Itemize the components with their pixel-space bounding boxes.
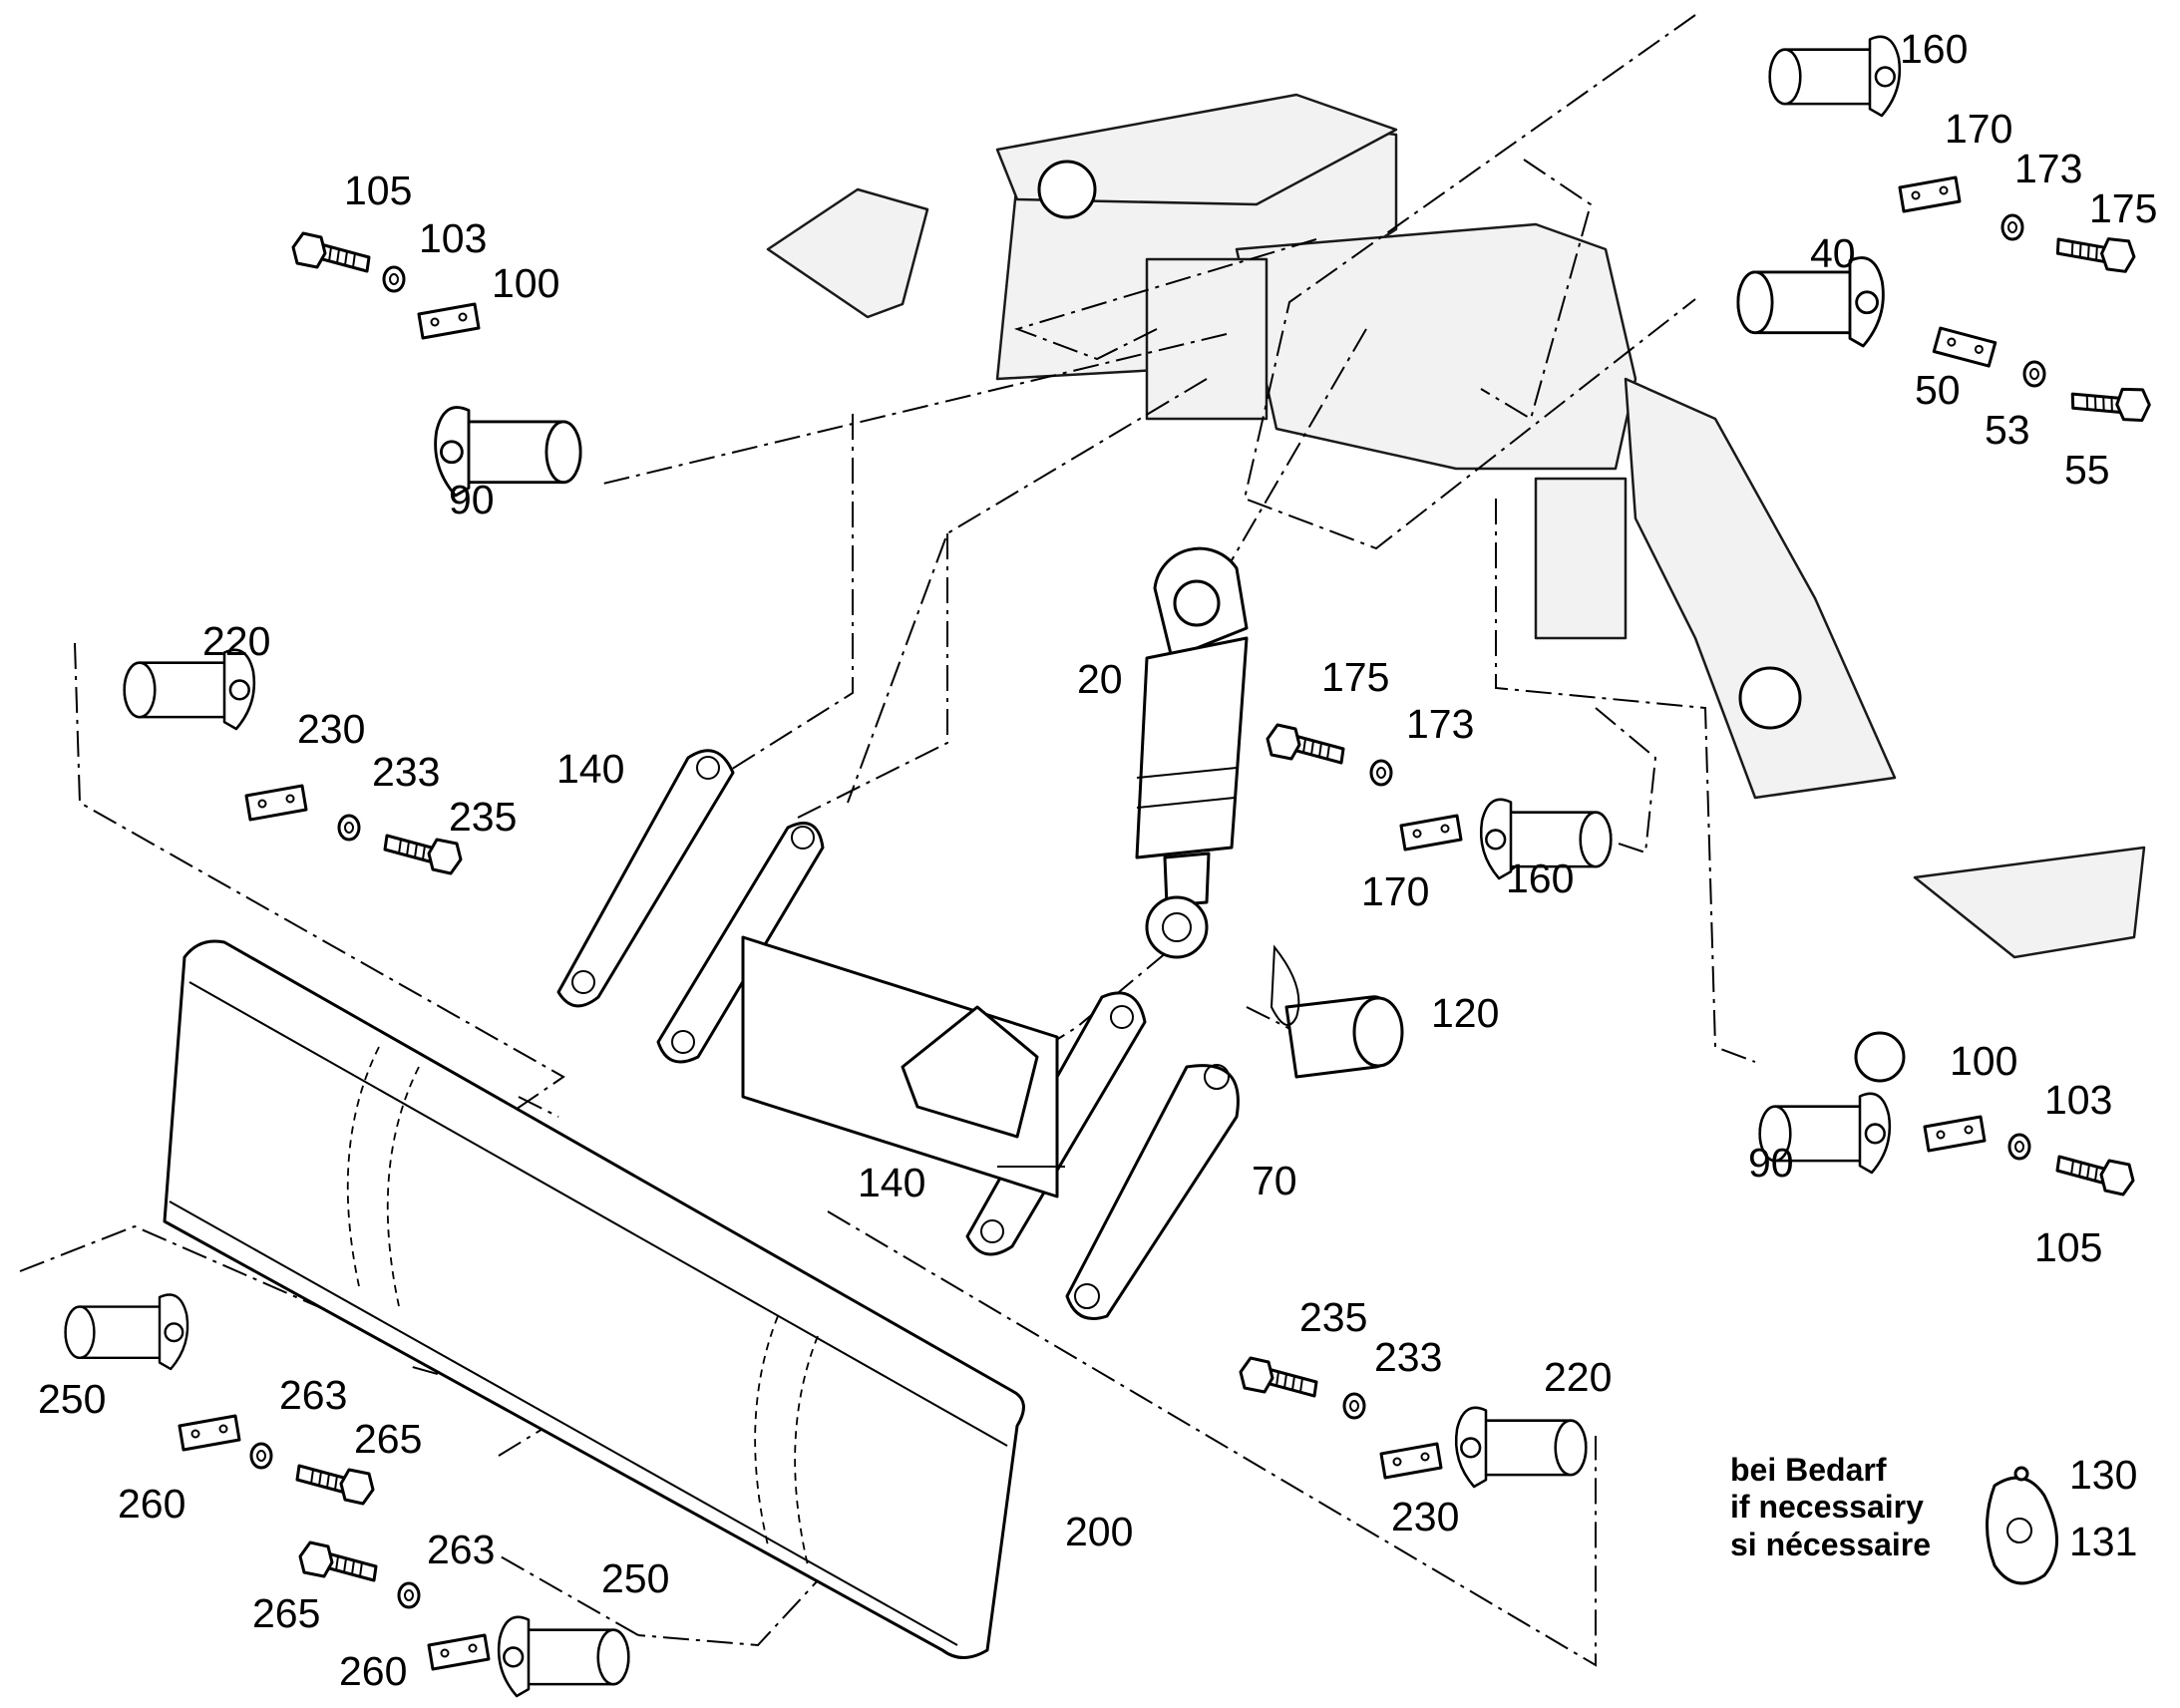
note-de: bei Bedarf xyxy=(1730,1452,1887,1488)
plate-part-100-right xyxy=(1923,1115,1987,1153)
label-131: 131 xyxy=(2069,1519,2137,1564)
label-53: 53 xyxy=(1985,407,2030,453)
label-265-bottom: 265 xyxy=(252,1590,320,1636)
callout-labels: 160 170 173 175 40 50 53 55 105 103 100 … xyxy=(38,26,2157,1694)
label-40: 40 xyxy=(1810,230,1856,276)
pin-part-220-right xyxy=(1454,1406,1588,1489)
plate-part-230-left xyxy=(244,784,308,822)
label-233-right: 233 xyxy=(1374,1334,1442,1380)
label-100-left: 100 xyxy=(492,260,559,306)
label-160-mid: 160 xyxy=(1506,855,1574,901)
label-220-left: 220 xyxy=(202,618,270,664)
label-230-left: 230 xyxy=(297,706,365,752)
plate-part-100-left xyxy=(417,302,481,340)
label-90-right: 90 xyxy=(1748,1140,1794,1186)
label-220-right: 220 xyxy=(1544,1354,1612,1400)
label-140-lower: 140 xyxy=(858,1160,925,1205)
label-103-right: 103 xyxy=(2044,1077,2112,1123)
washer-part-233-right xyxy=(1342,1392,1366,1420)
bolt-part-175-top xyxy=(2054,231,2137,279)
bolt-part-55 xyxy=(2068,379,2154,434)
pin-part-160-top xyxy=(1768,35,1902,118)
pin-part-120 xyxy=(1270,944,1404,1079)
plate-part-260-left xyxy=(178,1414,241,1452)
washer-part-173-top xyxy=(2000,213,2024,241)
crank-part-70 xyxy=(656,822,1240,1320)
washer-part-103-left xyxy=(382,265,406,293)
washer-part-233-left xyxy=(337,814,361,842)
washer-part-263-left xyxy=(249,1442,273,1470)
label-170-top: 170 xyxy=(1945,106,2012,152)
plate-part-170-mid xyxy=(1399,814,1463,852)
cylinder-part-20 xyxy=(1135,546,1249,959)
label-230-right: 230 xyxy=(1391,1494,1459,1539)
note-if-necessary: bei Bedarf if necessairy si nécessaire xyxy=(1730,1452,1931,1562)
label-265-left: 265 xyxy=(354,1416,422,1462)
label-260-left: 260 xyxy=(118,1481,185,1527)
label-173-top: 173 xyxy=(2014,146,2082,191)
washer-part-53 xyxy=(2022,360,2046,388)
bolt-part-265-left xyxy=(295,1464,375,1506)
label-20: 20 xyxy=(1077,656,1123,702)
label-70: 70 xyxy=(1252,1158,1297,1203)
plate-part-230-right xyxy=(1379,1442,1443,1480)
label-263-bottom: 263 xyxy=(427,1527,495,1572)
main-frame xyxy=(766,93,2146,1083)
bolt-part-105-right xyxy=(2055,1155,2135,1196)
label-175-top: 175 xyxy=(2089,185,2157,231)
label-235-right: 235 xyxy=(1299,1294,1367,1340)
bolt-part-105-left xyxy=(291,231,371,273)
label-50: 50 xyxy=(1915,367,1961,413)
pin-part-250-bottom xyxy=(497,1615,630,1698)
bolt-part-175-mid xyxy=(1266,723,1345,765)
label-140-upper: 140 xyxy=(556,746,624,792)
label-105-left: 105 xyxy=(344,168,412,213)
label-250-bottom: 250 xyxy=(601,1555,669,1601)
label-200: 200 xyxy=(1065,1509,1133,1554)
label-160-top: 160 xyxy=(1900,26,1968,72)
label-120: 120 xyxy=(1431,990,1499,1036)
label-250-left: 250 xyxy=(38,1376,106,1422)
label-90-left: 90 xyxy=(449,477,495,522)
bolt-part-235-left xyxy=(383,834,463,875)
label-263-left: 263 xyxy=(279,1372,347,1418)
label-260-bottom: 260 xyxy=(339,1648,407,1694)
plate-part-170-top xyxy=(1898,175,1962,213)
label-173-mid: 173 xyxy=(1406,701,1474,747)
bolt-part-265-bottom xyxy=(298,1540,378,1582)
label-55: 55 xyxy=(2064,447,2110,493)
note-fr: si nécessaire xyxy=(1730,1527,1931,1562)
note-en: if necessairy xyxy=(1730,1489,1924,1525)
washer-part-173-mid xyxy=(1369,759,1393,787)
label-105-right: 105 xyxy=(2034,1224,2102,1270)
washer-part-263-bottom xyxy=(397,1581,421,1609)
label-130: 130 xyxy=(2069,1452,2137,1498)
blade-part-200 xyxy=(163,939,1025,1659)
label-175-mid: 175 xyxy=(1321,654,1389,700)
pin-part-250-left xyxy=(64,1293,189,1371)
link-part-140-upper xyxy=(556,749,735,1008)
label-100-right: 100 xyxy=(1950,1038,2017,1084)
label-235-left: 235 xyxy=(449,794,517,840)
washer-part-103-right xyxy=(2007,1133,2031,1161)
label-170-mid: 170 xyxy=(1361,868,1429,914)
plate-part-260-bottom xyxy=(427,1633,491,1671)
label-233-left: 233 xyxy=(372,749,440,795)
bolt-part-235-right xyxy=(1239,1356,1318,1398)
label-103-left: 103 xyxy=(419,215,487,261)
shim-part-130-131 xyxy=(1986,1466,2058,1585)
